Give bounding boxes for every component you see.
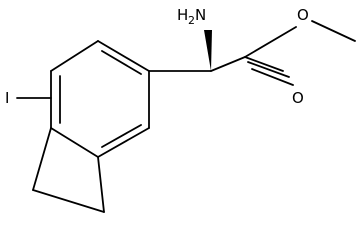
bond-ester-methyl — [311, 20, 356, 42]
bond-carbonyl — [244, 56, 284, 72]
carbonyl-o-label: O — [292, 89, 304, 107]
bond-ring-1-inner — [101, 50, 142, 75]
bond-cyclopentane-2 — [32, 189, 105, 213]
amine-h-label: H — [177, 6, 188, 24]
bond-ring-3-inner — [101, 124, 142, 148]
bond-ring-6 — [50, 40, 99, 72]
bond-ester-o — [244, 26, 297, 58]
amine-subscript-label: 2 — [188, 14, 195, 27]
bond-ring-1 — [97, 40, 150, 72]
bond-cyclopentane-3 — [97, 156, 105, 213]
ester-o-label: O — [297, 6, 309, 24]
bond-ring-3 — [97, 127, 150, 158]
chemical-structure: H 2 N O O I — [5, 6, 356, 213]
bond-co-double-2 — [251, 68, 294, 86]
bond-alpha — [210, 56, 246, 72]
iodine-label: I — [5, 89, 9, 107]
bond-ring-4 — [50, 127, 99, 158]
wedge-bond-amine — [204, 30, 212, 71]
amine-n-label: N — [195, 6, 206, 24]
bond-cyclopentane-1 — [32, 127, 52, 191]
bond-co-double-1 — [247, 61, 290, 78]
